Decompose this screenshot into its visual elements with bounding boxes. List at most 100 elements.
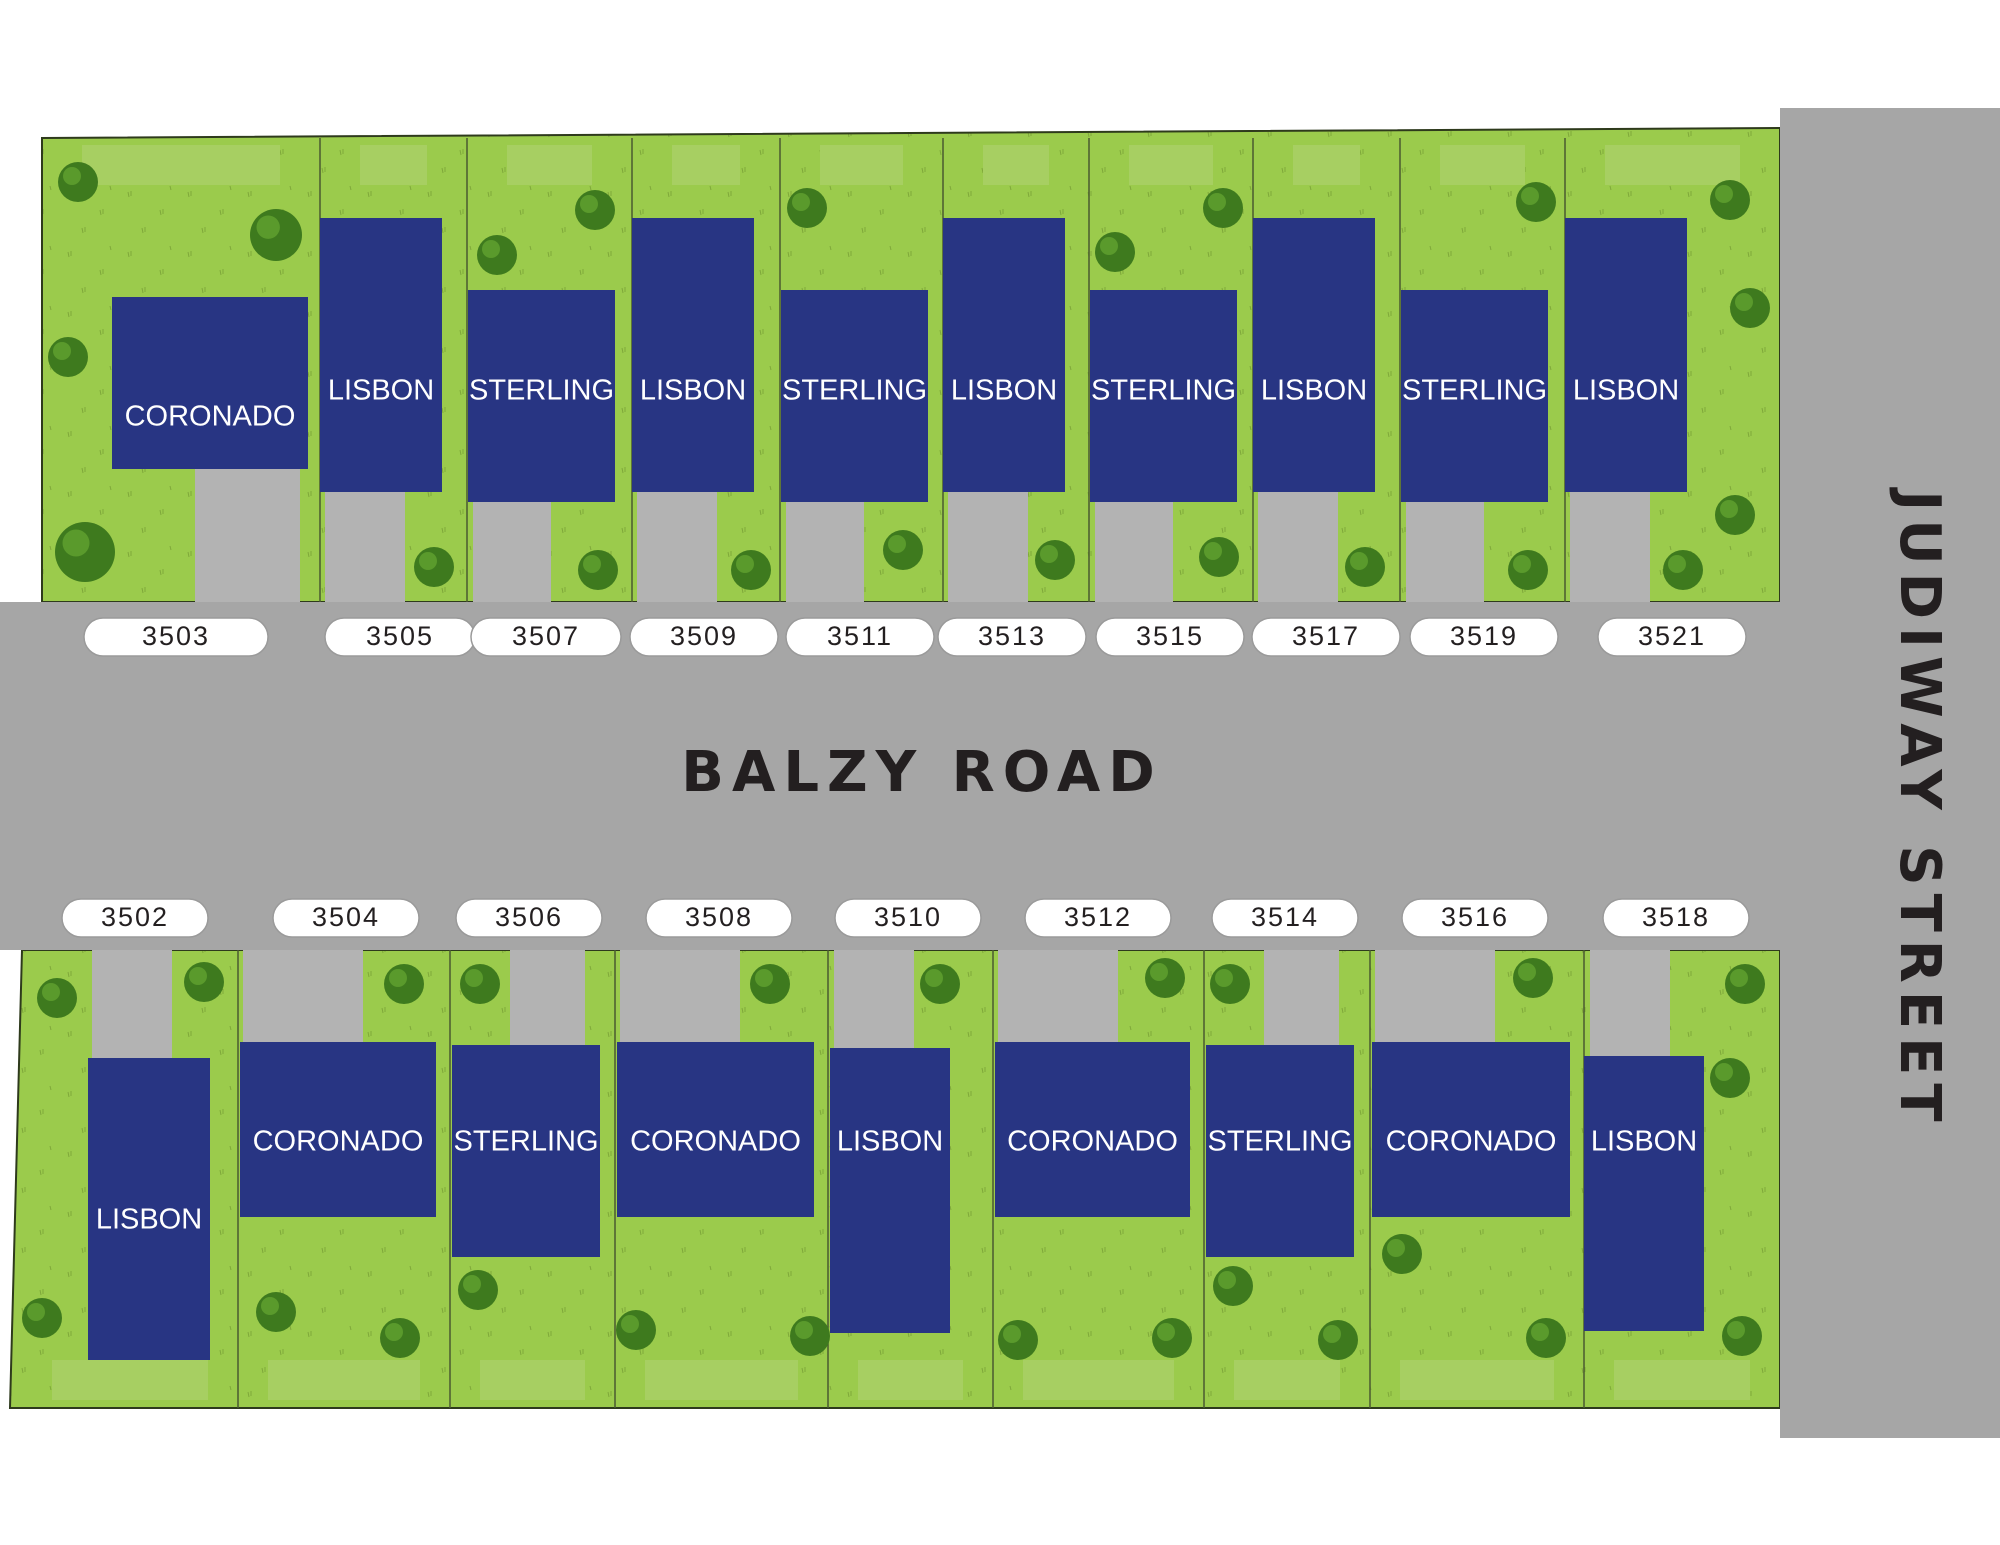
- house-model-label: CORONADO: [253, 1126, 424, 1158]
- tree-highlight: [1040, 545, 1058, 563]
- driveway: [1590, 950, 1670, 1058]
- lot-north-3521: LISBON: [1564, 138, 1740, 602]
- house-footprint: [632, 218, 754, 492]
- tree-icon: [250, 209, 302, 261]
- front-yard-strip: [1234, 1360, 1340, 1400]
- lot-south-3512: CORONADO: [992, 950, 1190, 1408]
- driveway: [1570, 490, 1650, 602]
- tree-icon: [414, 547, 454, 587]
- address-badge-3516: 3516: [1401, 898, 1549, 938]
- judiway-street-label: JUDIWAY STREET: [1887, 486, 1952, 1129]
- address-badge-bg: [834, 898, 982, 938]
- tree-highlight: [189, 967, 207, 985]
- tree-icon: [787, 188, 827, 228]
- tree-highlight: [1003, 1325, 1021, 1343]
- address-badge-bg: [1095, 617, 1245, 657]
- address-badge-bg: [629, 617, 779, 657]
- house-model-label: LISBON: [1591, 1126, 1697, 1158]
- lot-south-3504: CORONADO: [237, 950, 436, 1408]
- tree-highlight: [63, 167, 81, 185]
- address-badge-bg: [470, 617, 622, 657]
- tree-highlight: [1730, 969, 1748, 987]
- front-yard-strip: [268, 1360, 420, 1400]
- driveway: [1258, 490, 1338, 602]
- house-model-label: STERLING: [469, 375, 614, 407]
- driveway: [325, 490, 405, 602]
- address-badge-3504: 3504: [272, 898, 420, 938]
- house-footprint: [88, 1058, 210, 1360]
- back-yard-strip: [507, 145, 592, 185]
- house-model-label: LISBON: [1573, 375, 1679, 407]
- address-number: 3504: [312, 902, 380, 932]
- house-model-label: STERLING: [1091, 375, 1236, 407]
- lot-south-3518: LISBON: [1583, 950, 1750, 1408]
- address-number: 3507: [512, 621, 580, 651]
- address-badge-3513: 3513: [937, 617, 1087, 657]
- house-model-label: CORONADO: [1386, 1126, 1557, 1158]
- driveway: [1095, 500, 1173, 602]
- tree-highlight: [925, 969, 943, 987]
- tree-highlight: [1215, 969, 1233, 987]
- tree-highlight: [465, 969, 483, 987]
- address-badge-3502: 3502: [61, 898, 209, 938]
- tree-highlight: [482, 240, 500, 258]
- back-yard-strip: [82, 145, 280, 185]
- driveway: [834, 950, 914, 1050]
- front-yard-strip: [858, 1360, 963, 1400]
- address-badge-bg: [1211, 898, 1359, 938]
- house-footprint: [1584, 1056, 1704, 1331]
- tree-highlight: [1387, 1239, 1405, 1257]
- house-model-label: LISBON: [837, 1126, 943, 1158]
- tree-icon: [1516, 182, 1556, 222]
- lot-north-3503: CORONADO: [82, 145, 308, 602]
- house-model-label: STERLING: [1207, 1126, 1352, 1158]
- address-badge-bg: [455, 898, 603, 938]
- front-yard-strip: [1400, 1360, 1554, 1400]
- tree-icon: [1095, 232, 1135, 272]
- house-footprint: [1206, 1045, 1354, 1257]
- tree-icon: [1035, 540, 1075, 580]
- driveway: [1375, 950, 1495, 1044]
- house-footprint: [1401, 290, 1548, 502]
- address-badge-3505: 3505: [324, 617, 476, 657]
- tree-icon: [1213, 1266, 1253, 1306]
- address-number: 3508: [685, 902, 753, 932]
- house-footprint: [617, 1042, 814, 1217]
- house-footprint: [943, 218, 1065, 492]
- tree-highlight: [1204, 542, 1222, 560]
- house-model-label: CORONADO: [1007, 1126, 1178, 1158]
- back-yard-strip: [1605, 145, 1740, 185]
- front-yard-strip: [1023, 1360, 1174, 1400]
- house-model-label: LISBON: [640, 375, 746, 407]
- address-number: 3514: [1251, 902, 1319, 932]
- address-number: 3513: [978, 621, 1046, 651]
- lot-south-3514: STERLING: [1203, 950, 1354, 1408]
- address-number: 3503: [142, 621, 210, 651]
- house-footprint: [468, 290, 615, 502]
- tree-highlight: [1715, 185, 1733, 203]
- tree-highlight: [1727, 1321, 1745, 1339]
- house-footprint: [995, 1042, 1190, 1217]
- front-yard-strip: [1614, 1360, 1750, 1400]
- address-badge-3521: 3521: [1597, 617, 1747, 657]
- back-yard-strip: [983, 145, 1049, 185]
- address-number: 3518: [1642, 902, 1710, 932]
- tree-icon: [48, 337, 88, 377]
- tree-icon: [731, 550, 771, 590]
- tree-highlight: [419, 552, 437, 570]
- tree-icon: [790, 1316, 830, 1356]
- house-model-label: LISBON: [96, 1204, 202, 1236]
- tree-highlight: [1513, 555, 1531, 573]
- tree-icon: [1725, 964, 1765, 1004]
- house-footprint: [781, 290, 928, 502]
- tree-icon: [920, 964, 960, 1004]
- tree-icon: [1710, 1058, 1750, 1098]
- tree-icon: [55, 522, 115, 582]
- lot-north-3505: LISBON: [319, 138, 442, 602]
- house-footprint: [1090, 290, 1237, 502]
- house-footprint: [240, 1042, 436, 1217]
- address-number: 3505: [366, 621, 434, 651]
- address-badge-3507: 3507: [470, 617, 622, 657]
